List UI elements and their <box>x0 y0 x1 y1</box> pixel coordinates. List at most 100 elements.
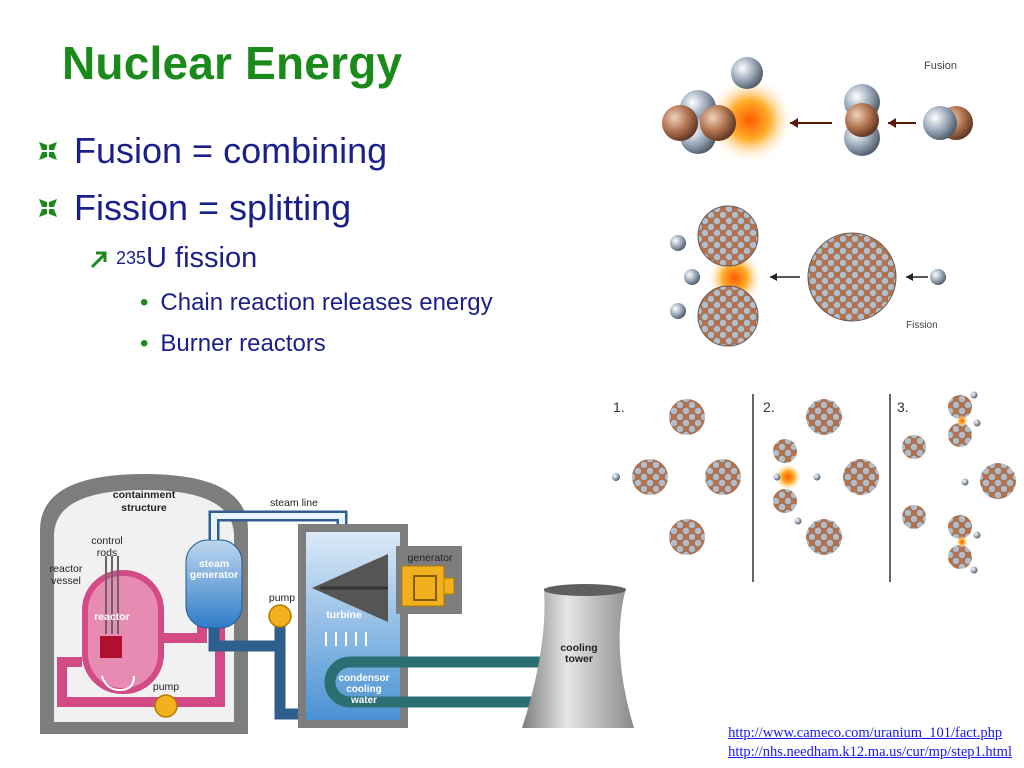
uranium-nucleus <box>632 459 668 495</box>
label-line: containment <box>113 489 176 501</box>
uranium-nucleus <box>669 519 705 555</box>
neutron <box>773 473 781 481</box>
bullet-fission: Fission = splitting <box>38 187 351 229</box>
steam-generator <box>185 539 243 629</box>
label-reactor: reactor <box>94 611 130 623</box>
step-label: 3. <box>897 399 909 415</box>
bullet-text: Fusion = combining <box>74 130 388 171</box>
fission-diagram: Fission <box>670 205 946 347</box>
fission-fragment <box>948 395 972 419</box>
fission-fragment <box>948 545 972 569</box>
label-line: tower <box>565 653 593 665</box>
neutron <box>684 269 700 285</box>
neutron <box>612 473 620 481</box>
neutron <box>970 391 978 399</box>
label-line: cooling <box>560 642 597 654</box>
fission-fragment <box>697 205 759 267</box>
fusion-diagram: Fusion <box>662 57 973 164</box>
neutron <box>930 269 946 285</box>
maltese-cross-icon <box>39 142 57 160</box>
sub-sub-bullet-text: Chain reaction releases energy <box>160 289 493 316</box>
source-links: http://www.cameco.com/uranium_101/fact.p… <box>728 724 1012 762</box>
uranium-nucleus <box>669 399 705 435</box>
fission-fragment <box>902 435 926 459</box>
isotope-superscript: 235 <box>116 248 147 268</box>
label-line: generator <box>190 569 238 581</box>
proton <box>662 105 698 141</box>
fission-fragment <box>948 515 972 539</box>
neutron <box>970 566 978 574</box>
steam-arrows-icon <box>325 632 367 646</box>
label-line: structure <box>121 502 167 514</box>
energy-flash <box>956 536 968 548</box>
step-label: 1. <box>613 399 625 415</box>
source-link-needham[interactable]: http://nhs.needham.k12.ma.us/cur/mp/step… <box>728 744 1012 760</box>
label-generator: generator <box>408 552 453 564</box>
label-line: rods <box>97 547 117 559</box>
source-link-cameco[interactable]: http://www.cameco.com/uranium_101/fact.p… <box>728 725 1003 741</box>
sub-sub-bullet: • Chain reaction releases energy <box>140 289 493 317</box>
pump <box>268 604 292 628</box>
label-line: water <box>350 695 377 706</box>
label-line: cooling <box>346 684 382 695</box>
energy-flash <box>774 463 802 491</box>
maltese-cross-icon <box>39 199 57 217</box>
chain-reaction-diagram: 1. 2. 3. <box>612 391 1016 582</box>
uranium-nucleus <box>705 459 741 495</box>
neutron <box>670 235 686 251</box>
cooling-tower <box>522 588 634 728</box>
fission-label: Fission <box>906 320 938 331</box>
label-line: reactor <box>50 563 83 575</box>
uranium-nucleus <box>807 232 897 322</box>
bullet-text: Fission = splitting <box>74 187 352 228</box>
uranium-nucleus <box>980 463 1016 499</box>
label-line: condensor <box>338 673 389 684</box>
feedwater-pipe <box>274 606 306 720</box>
primary-loop-pipe <box>57 657 166 707</box>
neutron <box>923 106 957 140</box>
fission-fragment <box>773 439 797 463</box>
label-line: steam <box>199 558 229 570</box>
fission-fragment <box>773 489 797 513</box>
proton <box>845 103 879 137</box>
flow-arrow-icon <box>101 675 135 692</box>
bullet-dot: • <box>140 330 149 357</box>
fission-fragment <box>902 505 926 529</box>
sub-sub-bullet-text: Burner reactors <box>160 330 326 357</box>
label-steam-line: steam line <box>270 497 318 509</box>
uranium-nucleus <box>843 459 879 495</box>
neutron <box>813 473 821 481</box>
energy-flash <box>956 415 968 427</box>
fission-fragment <box>697 285 759 347</box>
neutron <box>973 531 981 539</box>
label-pump-top: pump <box>269 592 295 604</box>
fusion-label: Fusion <box>924 60 957 72</box>
step-label: 2. <box>763 399 775 415</box>
sub-bullet-text: U fission <box>146 242 258 274</box>
arrow-up-right-icon <box>90 251 107 268</box>
reactor-core <box>100 636 122 658</box>
neutron <box>731 57 763 89</box>
neutron <box>670 303 686 319</box>
uranium-nucleus <box>806 519 842 555</box>
label-line: vessel <box>51 575 81 587</box>
sub-sub-bullet: • Burner reactors <box>140 330 326 358</box>
label-turbine: turbine <box>326 609 362 621</box>
slide-title: Nuclear Energy <box>62 37 403 89</box>
proton <box>700 105 736 141</box>
bullet-fusion: Fusion = combining <box>38 130 387 172</box>
uranium-nucleus <box>806 399 842 435</box>
label-pump-bottom: pump <box>153 681 179 693</box>
neutron <box>961 478 969 486</box>
neutron <box>794 517 802 525</box>
bullet-dot: • <box>140 289 149 316</box>
pump <box>154 694 178 718</box>
fission-fragment <box>948 423 972 447</box>
